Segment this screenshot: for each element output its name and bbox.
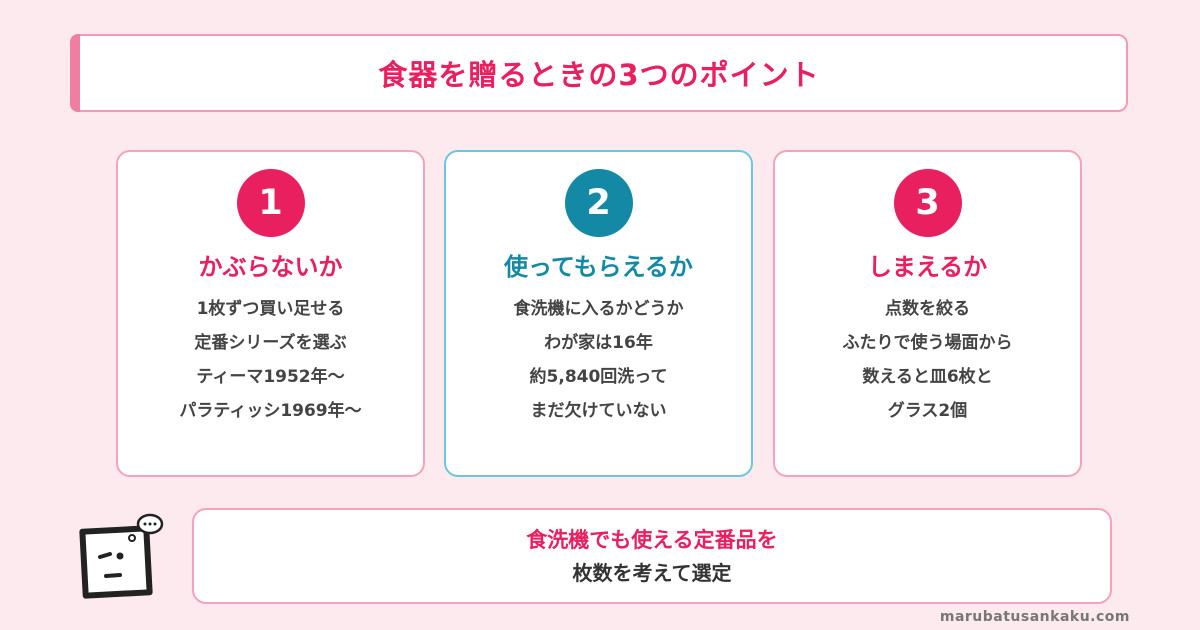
point-number-badge: 3	[893, 169, 962, 237]
title-accent-bar	[70, 34, 80, 112]
page-title: 食器を贈るときの3つのポイント	[378, 58, 820, 92]
title-banner: 食器を贈るときの3つのポイント	[70, 34, 1128, 112]
point-card-2: 2 使ってもらえるか 食洗機に入るかどうか わが家は16年 約5,840回洗って…	[444, 150, 753, 477]
point-line: 定番シリーズを選ぶ	[194, 333, 347, 353]
point-title: かぶらないか	[198, 253, 343, 281]
point-card-1: 1 かぶらないか 1枚ずつ買い足せる 定番シリーズを選ぶ ティーマ1952年〜 …	[116, 150, 425, 477]
point-line: ふたりで使う場面から	[842, 333, 1013, 353]
point-line: 点数を絞る	[885, 299, 970, 319]
point-line: グラス2個	[887, 401, 968, 421]
point-title: 使ってもらえるか	[504, 253, 693, 281]
site-credit: marubatusankaku.com	[939, 609, 1130, 625]
point-line: 1枚ずつ買い足せる	[196, 299, 345, 319]
summary-main-text: 食洗機でも使える定番品を	[526, 528, 778, 552]
point-number-badge: 2	[564, 169, 633, 237]
summary-sub-text: 枚数を考えて選定	[572, 561, 732, 585]
point-line: 数えると皿6枚と	[862, 367, 993, 387]
summary-box: 食洗機でも使える定番品を 枚数を考えて選定	[192, 508, 1112, 604]
point-line: ティーマ1952年〜	[196, 367, 345, 387]
point-line: パラティッシ1969年〜	[179, 401, 362, 421]
point-line: わが家は16年	[544, 333, 653, 353]
point-number-badge: 1	[236, 169, 305, 237]
point-line: 食洗機に入るかどうか	[513, 299, 684, 319]
point-card-3: 3 しまえるか 点数を絞る ふたりで使う場面から 数えると皿6枚と グラス2個	[773, 150, 1082, 477]
point-line: 約5,840回洗って	[529, 367, 668, 387]
mascot-thinking-icon	[79, 513, 164, 599]
point-line: まだ欠けていない	[530, 401, 667, 421]
point-title: しまえるか	[867, 253, 988, 281]
